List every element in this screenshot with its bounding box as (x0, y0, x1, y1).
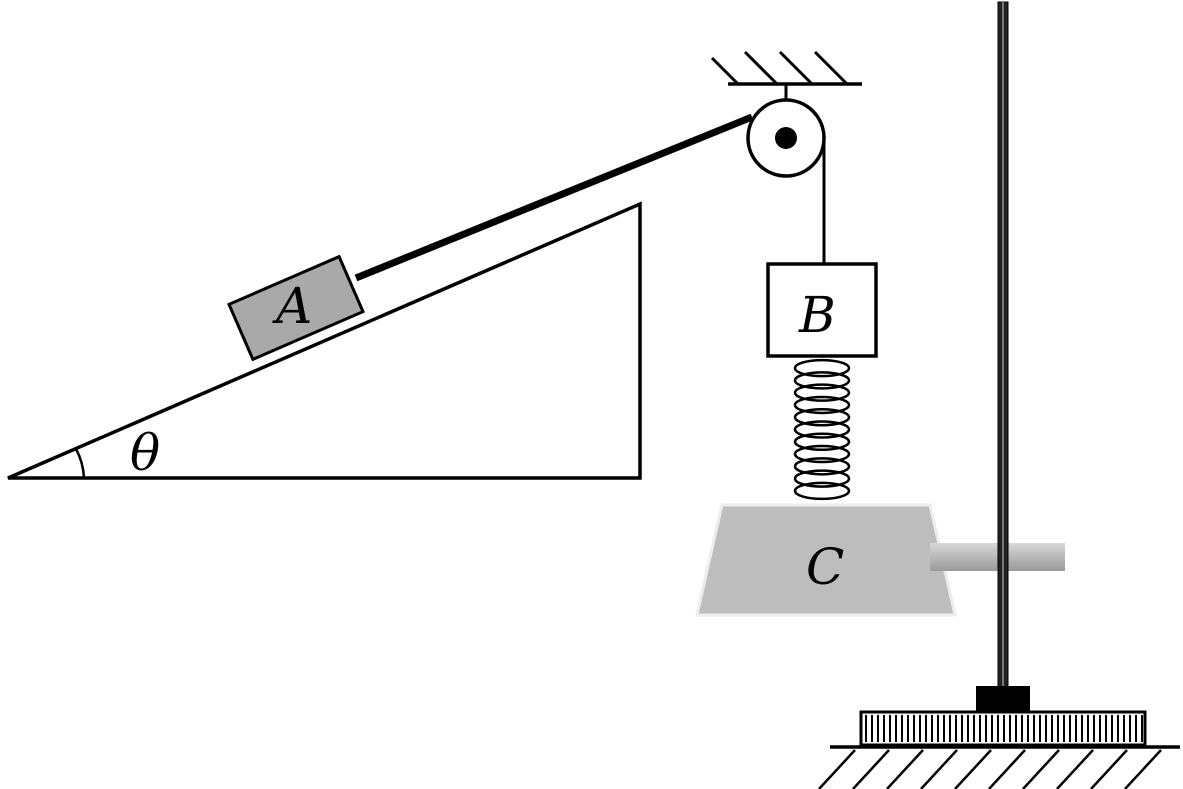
floor-hatch (818, 749, 1162, 789)
spring-coil (793, 383, 851, 402)
block-c (695, 503, 957, 617)
spring-coil (793, 395, 851, 415)
spring-coil (793, 420, 851, 439)
spring (793, 358, 851, 501)
stand-base (859, 686, 1147, 747)
angle-arc (74, 448, 86, 479)
floor-hatch-line (818, 749, 856, 789)
floor-hatch-line (988, 749, 1026, 789)
spring-coil (793, 432, 851, 452)
floor (818, 745, 1180, 789)
floor-hatch-line (1090, 749, 1128, 789)
spring-coil (793, 481, 851, 501)
pulley-axle (775, 127, 797, 149)
floor-hatch-line (920, 749, 958, 789)
floor-hatch-line (1056, 749, 1094, 789)
floor-hatch-line (886, 749, 924, 789)
floor-hatch-line (1022, 749, 1060, 789)
rope-a-pulley (354, 113, 754, 282)
stand-base-ribs (865, 715, 1143, 742)
floor-hatch-line (852, 749, 890, 789)
incline-wedge: θ (7, 201, 642, 482)
block-b (766, 262, 878, 358)
spring-coil (793, 407, 851, 427)
block-b-label: B (798, 286, 836, 344)
spring-coil (793, 358, 851, 378)
block-c-label: C (806, 538, 844, 596)
pulley (746, 98, 826, 178)
block-a (227, 254, 365, 362)
block-a-label: A (272, 277, 312, 335)
spring-coil (793, 371, 851, 390)
angle-label: θ (130, 424, 160, 482)
spring-coil (793, 444, 851, 464)
floor-hatch-line (1124, 749, 1162, 789)
floor-hatch-line (954, 749, 992, 789)
spring-coil (793, 457, 851, 476)
spring-coil (793, 469, 851, 488)
